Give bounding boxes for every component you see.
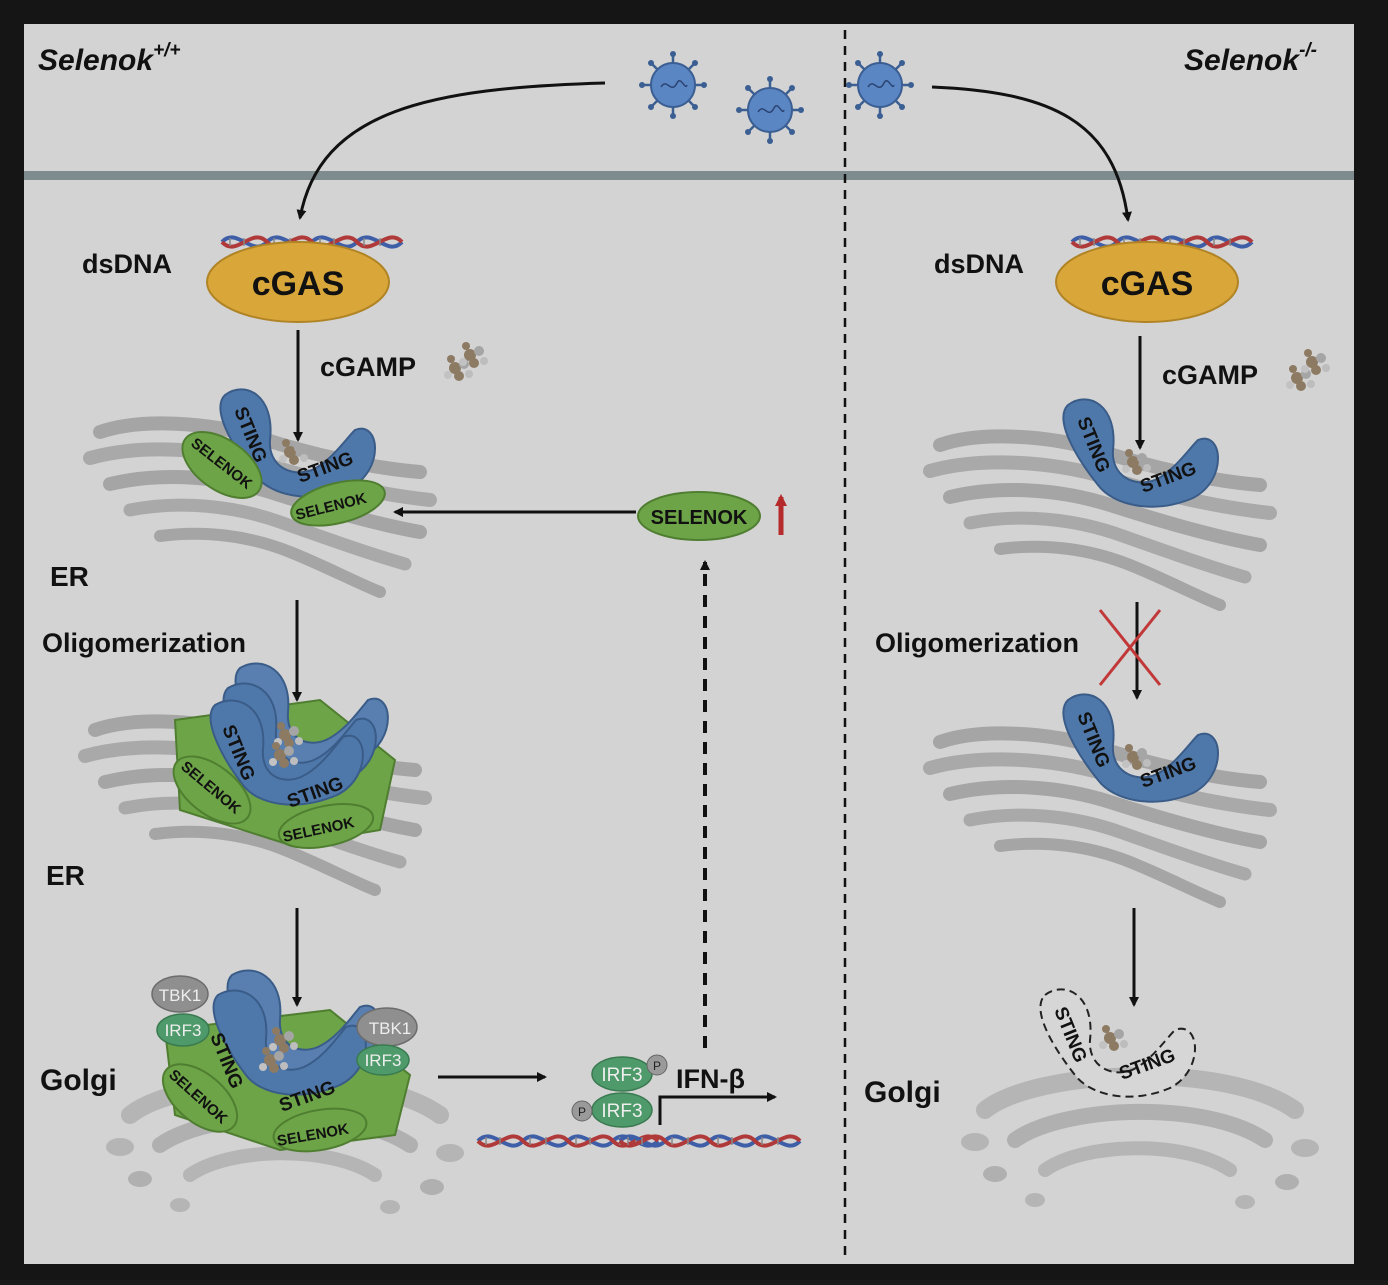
cgamp-label-left: cGAMP	[320, 352, 416, 382]
infection-arrow-right	[931, 85, 1132, 222]
dsdna-label-left: dsDNA	[82, 249, 172, 279]
er-label-1: ER	[50, 561, 89, 592]
oligomerization-label-left: Oligomerization	[42, 628, 246, 658]
cell-membrane	[24, 171, 1354, 180]
svg-text:IRF3: IRF3	[365, 1051, 402, 1070]
cgamp-label-right: cGAMP	[1162, 360, 1258, 390]
svg-text:SELENOK: SELENOK	[651, 507, 748, 529]
right-panel-title: Selenok-/-	[1184, 40, 1317, 77]
sting-golgi-complex-left: STING STING SELENOK SELENOK	[161, 969, 412, 1153]
transcription-start-arrow	[658, 1092, 777, 1125]
svg-text:IRF3: IRF3	[165, 1021, 202, 1040]
ifn-beta-label: IFN-β	[676, 1064, 745, 1094]
svg-text:P: P	[578, 1105, 586, 1119]
golgi-label-right: Golgi	[864, 1076, 941, 1109]
virus-icon	[734, 74, 806, 146]
golgi-label-left: Golgi	[40, 1064, 117, 1097]
cross-icon	[1098, 609, 1162, 686]
svg-text:IRF3: IRF3	[601, 1065, 642, 1086]
dsdna-label-right: dsDNA	[934, 249, 1024, 279]
er-label-2: ER	[46, 860, 85, 891]
virus-icon	[637, 49, 709, 121]
tbk1-left: TBK1	[151, 975, 209, 1013]
cgas-left	[206, 241, 390, 323]
svg-text:IRF3: IRF3	[601, 1101, 642, 1122]
irf3-left: IRF3	[156, 1013, 210, 1047]
sting-oligomer-left: STING STING SELENOK SELENOK	[172, 662, 397, 849]
irf3-right: IRF3	[356, 1044, 410, 1076]
svg-text:TBK1: TBK1	[369, 1019, 412, 1038]
infection-arrow-left	[296, 81, 606, 220]
oligomerization-label-right: Oligomerization	[875, 628, 1079, 658]
cgas-label-left: cGAS	[252, 265, 345, 303]
selenok-upregulated: SELENOK	[637, 491, 761, 541]
cgas-label-right: cGAS	[1101, 265, 1194, 303]
virus-icon	[844, 49, 916, 121]
svg-text:TBK1: TBK1	[159, 986, 202, 1005]
svg-text:P: P	[653, 1059, 661, 1073]
left-panel-title: Selenok+/+	[38, 40, 181, 77]
tbk1-right: TBK1	[356, 1007, 418, 1047]
selenok-left-1b: SELENOK	[290, 479, 386, 527]
irf3-dimer-phosphorylated: IRF3 IRF3 P P	[571, 1054, 668, 1128]
cgas-right	[1055, 241, 1239, 323]
